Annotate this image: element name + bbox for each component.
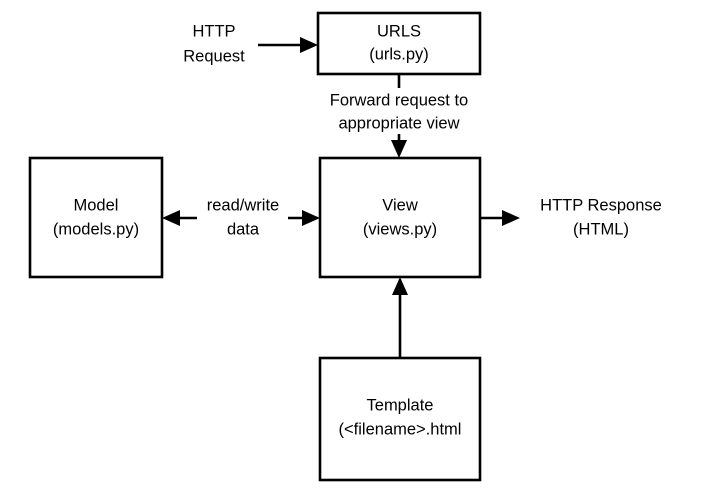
edge-forward-request-arrowhead — [391, 140, 407, 158]
edge-http-response: HTTP Response (HTML) — [480, 196, 662, 238]
node-model-label-line1: Model — [74, 196, 119, 214]
node-view[interactable]: View (views.py) — [318, 156, 482, 279]
node-model-label-line2: (models.py) — [53, 220, 139, 238]
node-urls-label-line1: URLS — [377, 22, 421, 40]
node-view-label-line2: (views.py) — [363, 220, 437, 238]
edge-template-to-view-arrowhead — [392, 277, 408, 295]
node-template-label-line2: (<filename>.html — [339, 420, 462, 438]
node-urls[interactable]: URLS (urls.py) — [316, 11, 482, 76]
edge-forward-request: Forward request to appropriate view — [330, 74, 468, 158]
node-urls-label-line2: (urls.py) — [369, 45, 429, 63]
node-view-label-line1: View — [382, 196, 418, 214]
edge-read-write-label-line2: data — [227, 220, 260, 238]
node-model-box[interactable] — [28, 156, 164, 279]
edge-read-write-arrowhead-left — [162, 210, 180, 226]
edge-http-request-arrowhead — [300, 37, 318, 53]
edge-http-request: HTTP Request — [183, 22, 318, 65]
node-urls-box[interactable] — [316, 11, 482, 76]
edge-forward-request-label-line2: appropriate view — [338, 114, 459, 132]
edge-http-response-arrowhead — [502, 210, 520, 226]
node-template[interactable]: Template (<filename>.html — [318, 356, 482, 482]
edge-read-write-label-line1: read/write — [207, 196, 279, 214]
edge-forward-request-label-line1: Forward request to — [330, 91, 468, 109]
edge-http-response-label-line1: HTTP Response — [540, 196, 662, 214]
node-model[interactable]: Model (models.py) — [28, 156, 164, 279]
edge-http-request-label-line2: Request — [183, 47, 245, 65]
node-template-label-line1: Template — [367, 396, 434, 414]
edge-read-write-data: read/write data — [162, 196, 320, 238]
node-template-box[interactable] — [318, 356, 482, 482]
edge-read-write-arrowhead-right — [302, 210, 320, 226]
edge-http-request-label-line1: HTTP — [192, 22, 235, 40]
node-view-box[interactable] — [318, 156, 482, 279]
edge-template-to-view — [392, 277, 408, 358]
edge-http-response-label-line2: (HTML) — [573, 220, 629, 238]
